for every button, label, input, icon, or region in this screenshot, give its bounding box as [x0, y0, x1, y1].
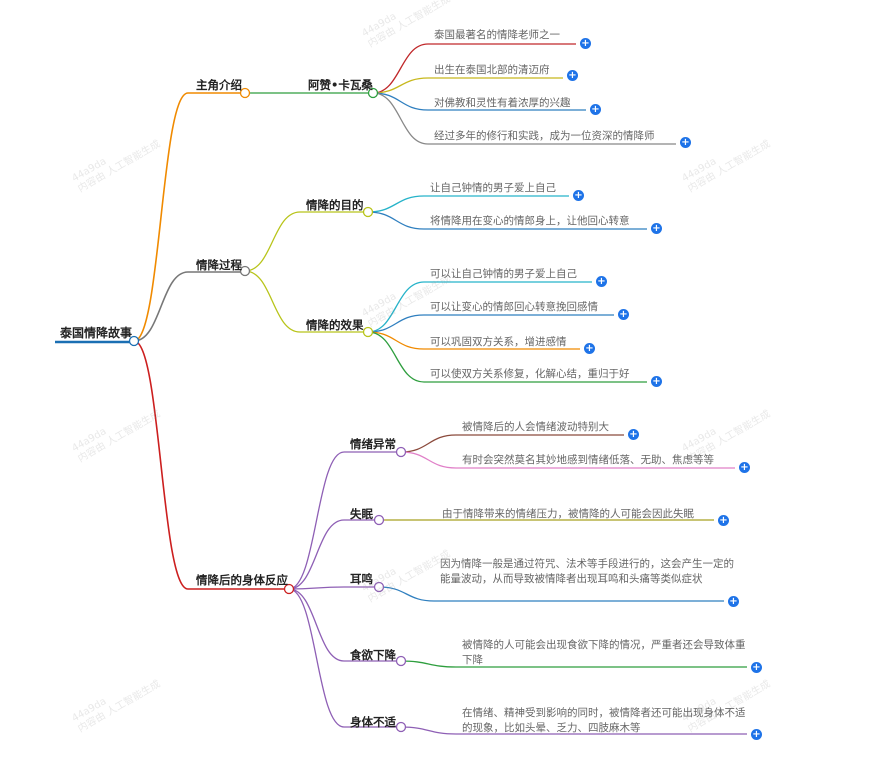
expand-plus-icon[interactable]: + [680, 137, 691, 148]
leaf-tinnitus: 因为情降一般是通过符咒、法术等手段进行的，这会产生一定的能量波动，从而导致被情降… [440, 558, 734, 585]
leaf-person-fact: 泰国最著名的情降老师之一 [434, 29, 560, 41]
expand-plus-icon[interactable]: + [718, 515, 729, 526]
edge-mood-item [400, 451, 457, 469]
expand-plus-icon[interactable]: + [751, 662, 762, 673]
node-discomfort[interactable]: 身体不适 [350, 715, 396, 729]
edge-person-fact [372, 43, 429, 94]
expand-plus-icon[interactable]: + [618, 309, 629, 320]
expand-plus-icon[interactable]: + [651, 223, 662, 234]
edge-reaction-mood [288, 451, 345, 590]
node-circle-process[interactable] [239, 265, 251, 277]
edge-effect-item [367, 314, 425, 333]
leaf-purpose: 将情降用在变心的情郎身上，让他回心转意 [430, 215, 630, 227]
edge-reaction-tinnitus [288, 586, 345, 590]
edge-discomfort-item [400, 726, 457, 735]
branch-intro[interactable]: 主角介绍 [196, 78, 242, 92]
node-circle-mood[interactable] [395, 446, 407, 458]
edge-person-fact [372, 92, 429, 111]
connector-lines [55, 43, 747, 735]
root-node-circle[interactable] [128, 335, 140, 347]
node-circle-purpose[interactable] [362, 206, 374, 218]
node-circle-intro[interactable] [239, 87, 251, 99]
node-purpose[interactable]: 情降的目的 [306, 198, 364, 212]
leaf-effect: 可以让变心的情郎回心转意挽回感情 [430, 301, 598, 313]
expand-plus-icon[interactable]: + [580, 38, 591, 49]
branch-process[interactable]: 情降过程 [196, 258, 242, 272]
expand-plus-icon[interactable]: + [567, 70, 578, 81]
leaf-effect: 可以使双方关系修复，化解心结，重归于好 [430, 368, 630, 380]
leaf-discomfort: 在情绪、精神受到影响的同时，被情降者还可能出现身体不适的现象，比如头晕、乏力、四… [462, 707, 746, 734]
expand-plus-icon[interactable]: + [590, 104, 601, 115]
edge-purpose-item [367, 195, 425, 213]
edge-process-purpose [244, 211, 301, 272]
node-circle-appetite[interactable] [395, 655, 407, 667]
node-person[interactable]: 阿赞•卡瓦桑 [308, 78, 373, 92]
node-circle-reaction[interactable] [283, 583, 295, 595]
node-circle-insomnia[interactable] [373, 514, 385, 526]
node-tinnitus[interactable]: 耳鸣 [350, 572, 373, 586]
node-appetite[interactable]: 食欲下降 [350, 648, 396, 662]
expand-plus-icon[interactable]: + [751, 729, 762, 740]
leaf-effect: 可以让自己钟情的男子爱上自己 [430, 268, 577, 280]
edge-appetite-item [400, 660, 457, 668]
edge-root-reaction [133, 340, 189, 590]
node-effect[interactable]: 情降的效果 [306, 318, 364, 332]
node-circles [128, 87, 407, 733]
expand-plus-icon[interactable]: + [573, 190, 584, 201]
leaf-person-fact: 对佛教和灵性有着浓厚的兴趣 [434, 97, 571, 109]
edge-effect-item [367, 331, 425, 383]
edge-person-fact [372, 77, 429, 94]
leaf-effect: 可以巩固双方关系，增进感情 [430, 336, 567, 348]
branch-reaction[interactable]: 情降后的身体反应 [196, 573, 288, 587]
edge-reaction-insomnia [288, 519, 345, 590]
edge-reaction-discomfort [288, 588, 345, 728]
node-circle-effect[interactable] [362, 326, 374, 338]
edge-purpose-item [367, 211, 425, 230]
edge-process-effect [244, 270, 301, 333]
edge-person-fact [372, 92, 429, 145]
leaf-purpose: 让自己钟情的男子爱上自己 [430, 182, 556, 194]
expand-plus-icon[interactable]: + [628, 429, 639, 440]
leaf-mood: 被情降后的人会情绪波动特别大 [462, 421, 609, 433]
node-mood[interactable]: 情绪异常 [350, 437, 396, 451]
node-circle-tinnitus[interactable] [373, 581, 385, 593]
expand-plus-icon[interactable]: + [596, 276, 607, 287]
expand-plus-icon[interactable]: + [584, 343, 595, 354]
edge-effect-item [367, 281, 425, 333]
expand-plus-icon[interactable]: + [739, 462, 750, 473]
edge-root-process [133, 271, 189, 342]
leaf-insomnia: 由于情降带来的情绪压力，被情降的人可能会因此失眠 [442, 508, 694, 520]
leaf-mood: 有时会突然莫名其妙地感到情绪低落、无助、焦虑等等 [462, 454, 714, 466]
node-circle-person[interactable] [367, 87, 379, 99]
edge-root-intro [133, 92, 189, 342]
node-circle-discomfort[interactable] [395, 721, 407, 733]
root-topic[interactable]: 泰国情降故事 [60, 326, 133, 340]
edge-reaction-appetite [288, 588, 345, 662]
edge-effect-item [367, 331, 425, 350]
expand-plus-icon[interactable]: + [728, 596, 739, 607]
edge-tinnitus-item [378, 586, 435, 602]
leaf-person-fact: 经过多年的修行和实践，成为一位资深的情降师 [434, 130, 655, 142]
edge-mood-item [400, 434, 457, 453]
expand-plus-icon[interactable]: + [651, 376, 662, 387]
node-insomnia[interactable]: 失眠 [350, 507, 373, 521]
leaf-person-fact: 出生在泰国北部的清迈府 [434, 64, 550, 76]
leaf-appetite: 被情降的人可能会出现食欲下降的情况，严重者还会导致体重下降 [462, 639, 746, 666]
